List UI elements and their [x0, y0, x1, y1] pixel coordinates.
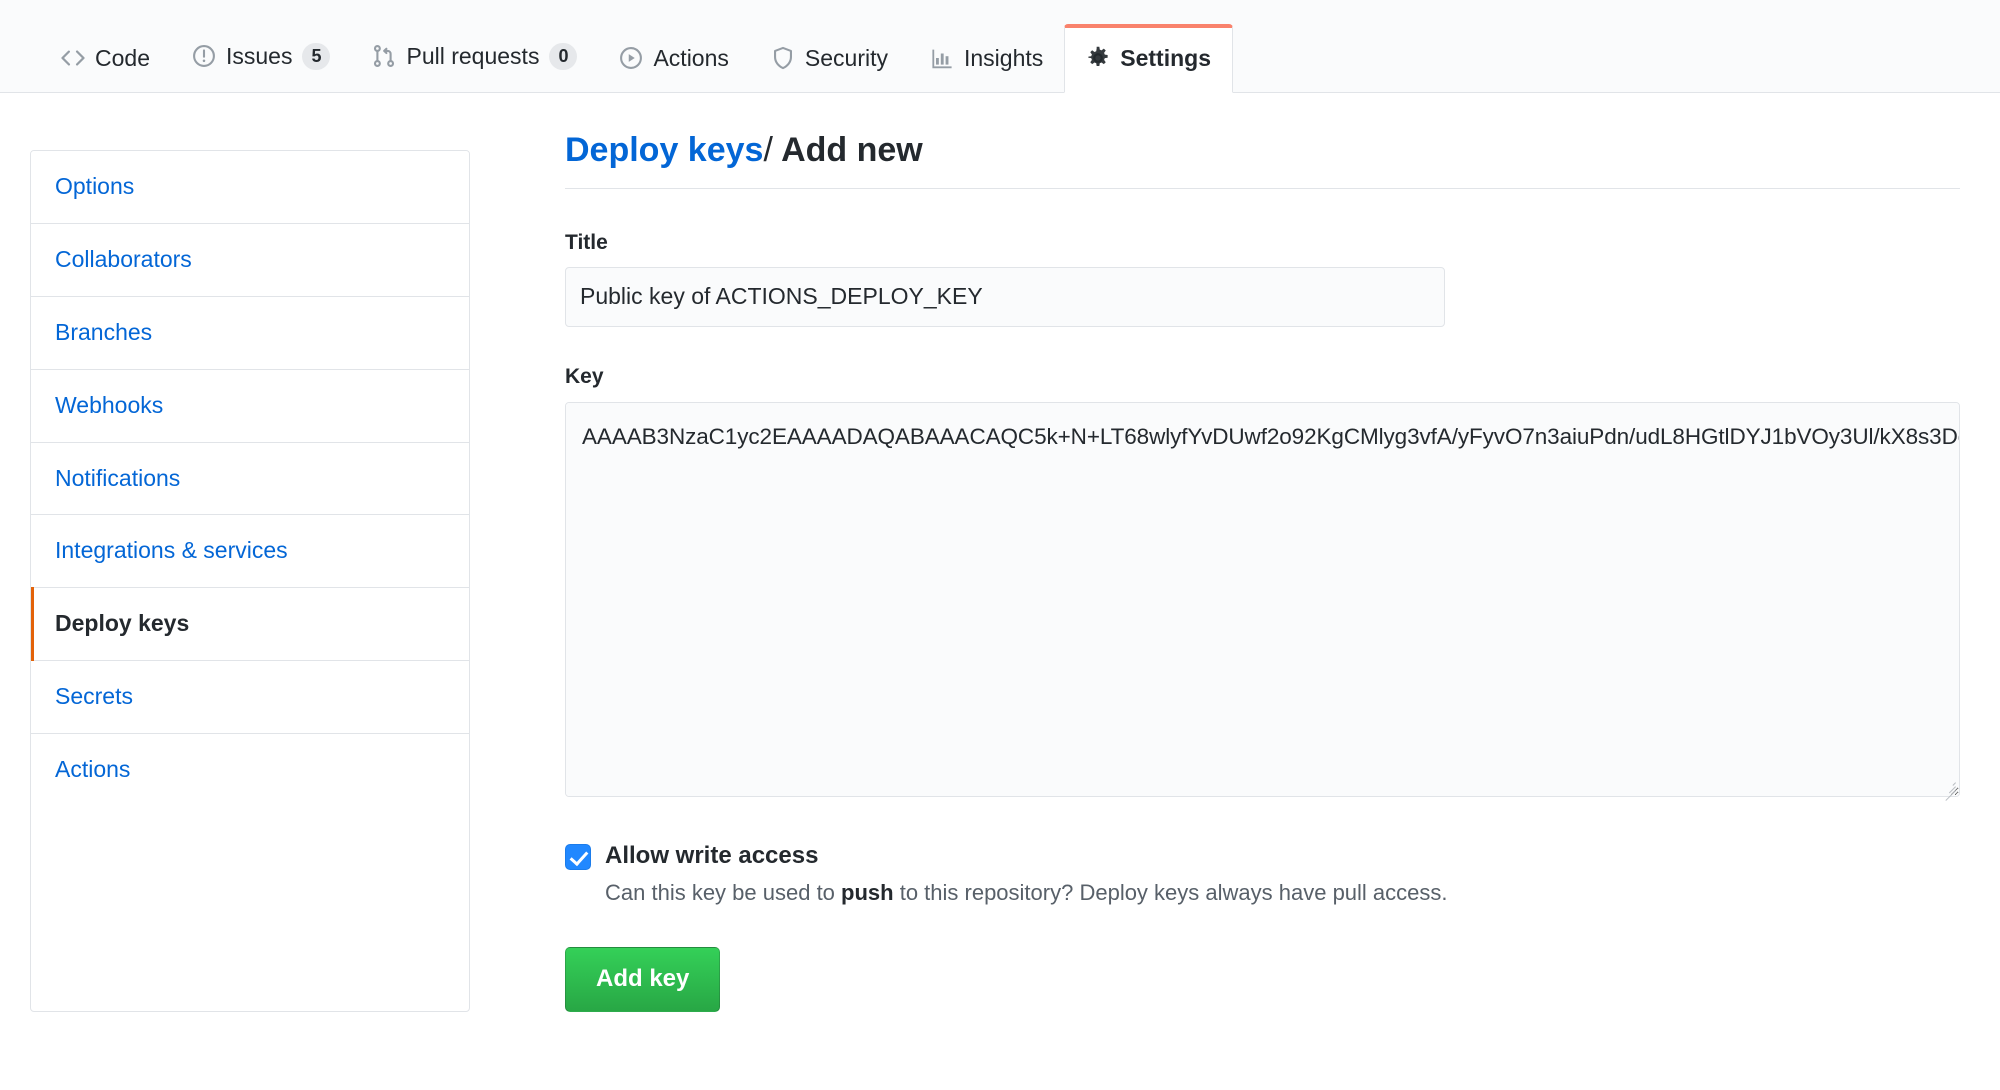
tab-insights-label: Insights — [964, 44, 1044, 71]
tab-security[interactable]: Security — [750, 46, 909, 92]
sidebar-item-notifications-label: Notifications — [55, 464, 181, 491]
shield-icon — [771, 46, 795, 70]
key-textarea[interactable] — [565, 401, 1960, 797]
sidebar-item-secrets-label: Secrets — [55, 683, 133, 710]
page-body: Options Collaborators Branches Webhooks … — [0, 93, 2000, 1012]
sidebar-item-actions-label: Actions — [55, 756, 131, 783]
allow-write-access-help: Can this key be used to push to this rep… — [605, 878, 1960, 909]
sidebar-item-actions[interactable]: Actions — [31, 734, 469, 807]
sidebar-item-collaborators-label: Collaborators — [55, 245, 192, 272]
breadcrumb-current: Add new — [781, 131, 923, 169]
sidebar-item-deploy-keys[interactable]: Deploy keys — [31, 587, 469, 662]
tab-code[interactable]: Code — [40, 46, 171, 92]
pull-requests-count: 0 — [549, 42, 578, 70]
code-icon — [61, 46, 85, 70]
sidebar-item-deploy-keys-label: Deploy keys — [55, 610, 190, 637]
tab-pull-requests[interactable]: Pull requests 0 — [351, 42, 598, 92]
tab-settings-label: Settings — [1120, 44, 1211, 71]
title-field-label: Title — [565, 231, 608, 255]
add-key-button[interactable]: Add key — [565, 947, 721, 1012]
sidebar-item-options-label: Options — [55, 173, 135, 199]
graph-icon — [930, 46, 954, 70]
settings-sidebar: Options Collaborators Branches Webhooks … — [30, 150, 470, 1012]
sidebar-item-integrations-services-label: Integrations & services — [55, 537, 288, 564]
help-bold-push: push — [841, 880, 894, 906]
tab-issues-label: Issues — [225, 42, 293, 69]
sidebar-item-branches-label: Branches — [55, 318, 153, 345]
main-content: Deploy keys/ Add new Title Key Allow wri… — [470, 128, 2000, 1012]
sidebar-item-secrets[interactable]: Secrets — [31, 661, 469, 735]
breadcrumb: Deploy keys/ Add new — [565, 128, 1960, 190]
sidebar-item-options[interactable]: Options — [31, 151, 469, 224]
title-input[interactable] — [565, 267, 1445, 328]
git-pull-request-icon — [372, 44, 396, 68]
tab-issues[interactable]: Issues 5 — [171, 42, 352, 92]
tab-actions-label: Actions — [653, 44, 729, 71]
key-field-wrapper — [565, 401, 1960, 801]
tab-settings[interactable]: Settings — [1064, 24, 1233, 93]
tab-pull-requests-label: Pull requests — [406, 42, 540, 69]
sidebar-item-webhooks-label: Webhooks — [55, 391, 164, 418]
tab-security-label: Security — [804, 44, 888, 71]
issue-opened-icon — [192, 44, 216, 68]
gear-icon — [1086, 46, 1110, 70]
sidebar-item-branches[interactable]: Branches — [31, 296, 469, 370]
spacer — [565, 327, 1960, 363]
sidebar-item-notifications[interactable]: Notifications — [31, 442, 469, 516]
breadcrumb-separator: / — [763, 131, 773, 169]
help-prefix: Can this key be used to — [605, 880, 842, 906]
allow-write-access-checkbox[interactable] — [565, 843, 591, 870]
play-icon — [619, 46, 643, 70]
breadcrumb-deploy-keys-link[interactable]: Deploy keys — [565, 131, 764, 169]
sidebar-item-webhooks[interactable]: Webhooks — [31, 369, 469, 443]
allow-write-access-row: Allow write access — [565, 839, 1960, 873]
issues-count: 5 — [302, 42, 331, 70]
tab-actions[interactable]: Actions — [598, 46, 749, 92]
tab-insights[interactable]: Insights — [909, 46, 1064, 92]
tab-code-label: Code — [95, 44, 150, 71]
repository-nav: Code Issues 5 Pull requests 0 Actions — [0, 0, 2000, 93]
sidebar-item-collaborators[interactable]: Collaborators — [31, 223, 469, 297]
help-suffix: to this repository? Deploy keys always h… — [893, 880, 1448, 906]
key-field-label: Key — [565, 365, 604, 389]
sidebar-item-integrations-services[interactable]: Integrations & services — [31, 515, 469, 589]
allow-write-access-label[interactable]: Allow write access — [605, 841, 819, 869]
